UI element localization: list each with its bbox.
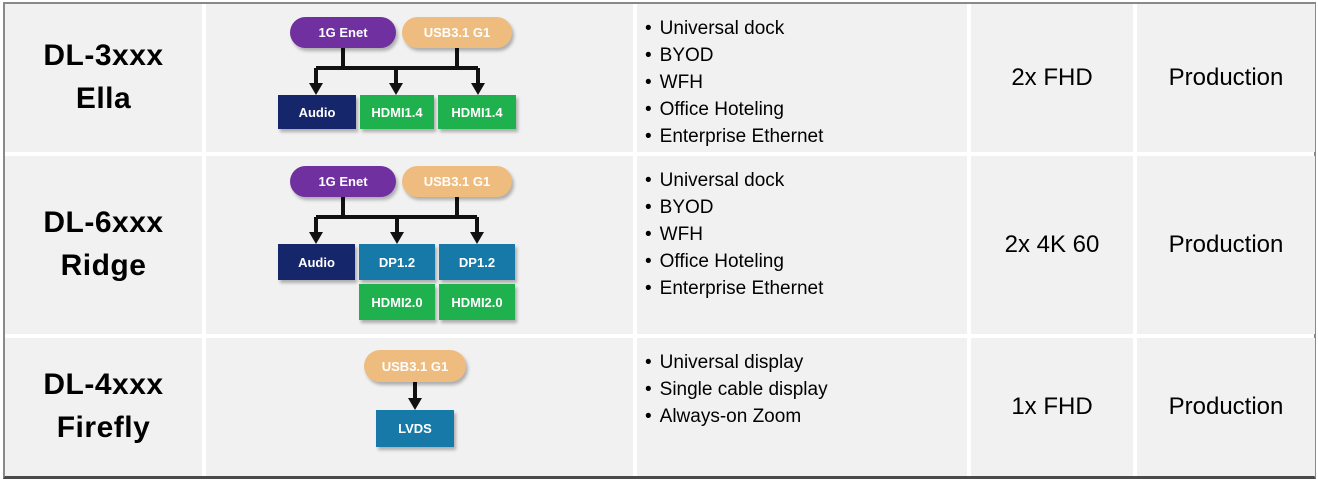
flow-arrows-icon <box>309 196 484 244</box>
node-hdmi20: HDMI2.0 <box>359 284 435 320</box>
status-value: Production <box>1168 64 1284 91</box>
feature-list-dl3xxx: Universal dock BYOD WFH Office Hoteling … <box>637 4 967 152</box>
node-1g-enet: 1G Enet <box>290 17 396 48</box>
flow-arrows-icon <box>309 47 485 95</box>
product-codename: Ridge <box>60 249 147 282</box>
node-label: USB3.1 G1 <box>381 358 449 374</box>
status-value: Production <box>1168 231 1284 258</box>
node-audio: Audio <box>278 95 356 129</box>
node-label: Audio <box>298 254 335 270</box>
node-label: Audio <box>298 104 336 120</box>
resolution-value: 2x FHD <box>1011 64 1093 91</box>
node-usb31-g1: USB3.1 G1 <box>402 166 512 197</box>
feature-item: Office Hoteling <box>645 248 961 275</box>
node-dp12: DP1.2 <box>359 244 435 280</box>
feature-item: Universal dock <box>645 15 961 42</box>
feature-item: WFH <box>645 221 961 248</box>
connectivity-diagram-dl4xxx: USB3.1 G1 LVDS <box>206 338 633 476</box>
node-hdmi14: HDMI1.4 <box>360 95 434 129</box>
feature-item: Always-on Zoom <box>645 403 961 430</box>
node-label: 1G Enet <box>318 25 368 40</box>
feature-item: WFH <box>645 69 961 96</box>
product-codename: Firefly <box>56 411 151 444</box>
connectivity-diagram-dl6xxx: 1G Enet USB3.1 G1 Audio DP1.2 DP1.2 HDMI… <box>206 156 633 334</box>
status-dl4xxx: Production <box>1137 338 1315 476</box>
node-hdmi20: HDMI2.0 <box>439 284 515 320</box>
status-dl6xxx: Production <box>1137 156 1315 334</box>
feature-item: Office Hoteling <box>645 96 961 123</box>
feature-item: BYOD <box>645 194 961 221</box>
feature-item: Universal display <box>645 349 961 376</box>
node-label: HDMI1.4 <box>371 104 423 120</box>
feature-list-dl6xxx: Universal dock BYOD WFH Office Hoteling … <box>637 156 967 334</box>
product-model: DL-6xxx <box>43 206 164 240</box>
product-model: DL-3xxx <box>43 39 164 73</box>
feature-list-dl4xxx: Universal display Single cable display A… <box>637 338 967 476</box>
node-label: DP1.2 <box>458 254 496 270</box>
feature-item: Enterprise Ethernet <box>645 123 961 150</box>
connectivity-diagram-dl3xxx: 1G Enet USB3.1 G1 Audio HDMI1.4 HDMI1.4 <box>206 4 633 152</box>
node-label: USB3.1 G1 <box>423 25 491 40</box>
feature-item: Enterprise Ethernet <box>645 275 961 302</box>
feature-item: BYOD <box>645 42 961 69</box>
node-usb31-g1: USB3.1 G1 <box>364 350 466 382</box>
node-usb31-g1: USB3.1 G1 <box>402 17 512 48</box>
product-name-dl3xxx: DL-3xxx Ella <box>5 4 202 152</box>
resolution-value: 1x FHD <box>1011 393 1093 420</box>
product-codename: Ella <box>75 82 132 115</box>
product-name-dl6xxx: DL-6xxx Ridge <box>5 156 202 334</box>
resolution-value: 2x 4K 60 <box>1004 231 1100 258</box>
node-audio: Audio <box>278 244 355 280</box>
node-label: HDMI2.0 <box>371 294 423 310</box>
node-label: DP1.2 <box>378 254 416 270</box>
feature-item: Single cable display <box>645 376 961 403</box>
display-capability-dl4xxx: 1x FHD <box>971 338 1133 476</box>
node-label: HDMI2.0 <box>451 294 503 310</box>
feature-item: Universal dock <box>645 167 961 194</box>
display-capability-dl3xxx: 2x FHD <box>971 4 1133 152</box>
display-capability-dl6xxx: 2x 4K 60 <box>971 156 1133 334</box>
flow-arrows-icon <box>408 382 422 410</box>
node-1g-enet: 1G Enet <box>290 166 396 197</box>
node-label: 1G Enet <box>318 174 368 189</box>
node-label: USB3.1 G1 <box>423 174 491 189</box>
product-model: DL-4xxx <box>43 368 164 402</box>
node-label: HDMI1.4 <box>451 104 503 120</box>
node-lvds: LVDS <box>376 410 454 447</box>
table-grid: DL-3xxx Ella 1G Enet USB3.1 G1 Audio HDM… <box>3 2 1316 479</box>
status-value: Production <box>1168 393 1284 420</box>
product-name-dl4xxx: DL-4xxx Firefly <box>5 338 202 476</box>
status-dl3xxx: Production <box>1137 4 1315 152</box>
node-hdmi14: HDMI1.4 <box>438 95 516 129</box>
node-dp12: DP1.2 <box>439 244 515 280</box>
node-label: LVDS <box>398 421 432 436</box>
